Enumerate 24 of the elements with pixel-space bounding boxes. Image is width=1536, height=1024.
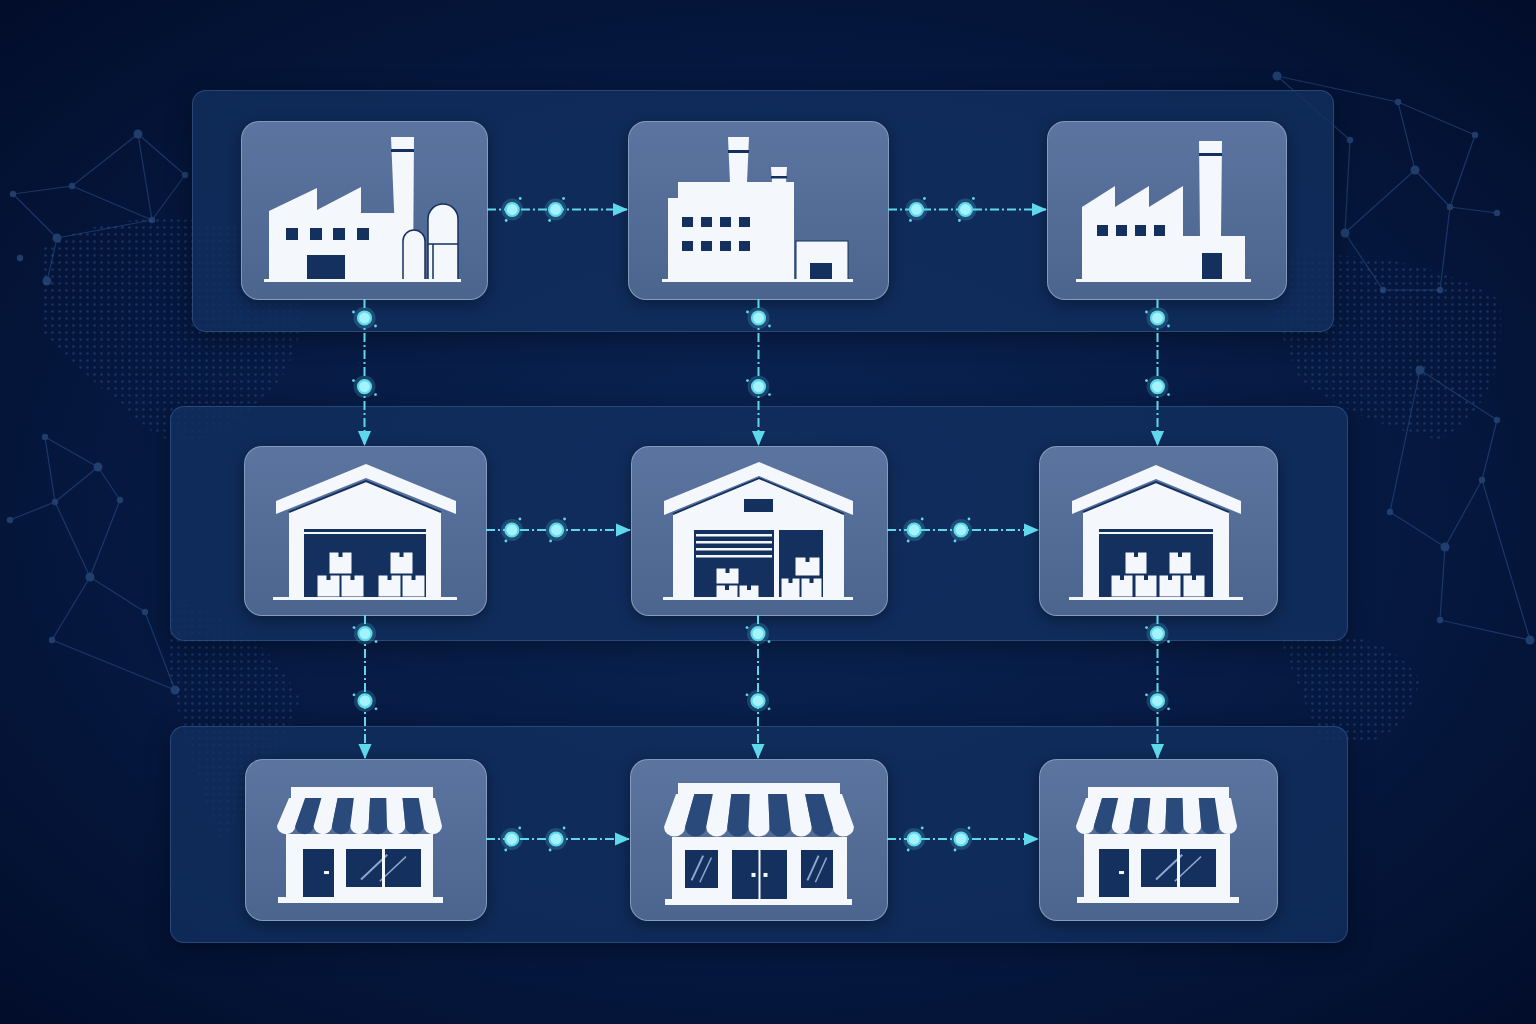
warehouse-card (1039, 446, 1278, 616)
dotted-arrow (352, 614, 378, 759)
factory-card (628, 121, 889, 300)
dotted-arrow (352, 298, 377, 446)
shop-card (1039, 759, 1278, 921)
dotted-arrow (746, 298, 771, 446)
shop-card (245, 759, 487, 921)
dotted-arrow (886, 517, 1039, 543)
factory-card (1047, 121, 1287, 300)
dotted-arrow (1145, 298, 1170, 446)
dotted-arrow (485, 517, 631, 543)
warehouse-card (244, 446, 487, 616)
dotted-arrow (485, 826, 630, 852)
row-panel (192, 90, 1334, 332)
warehouse-card (631, 446, 888, 616)
row-panel (170, 406, 1348, 641)
dotted-arrow (745, 614, 771, 759)
row-panel (170, 726, 1348, 943)
shop-card (630, 759, 888, 921)
dotted-arrow (1145, 614, 1170, 759)
factory-card (241, 121, 488, 300)
dotted-arrow (886, 826, 1039, 852)
dotted-arrow (486, 197, 628, 222)
dotted-arrow (887, 197, 1047, 222)
